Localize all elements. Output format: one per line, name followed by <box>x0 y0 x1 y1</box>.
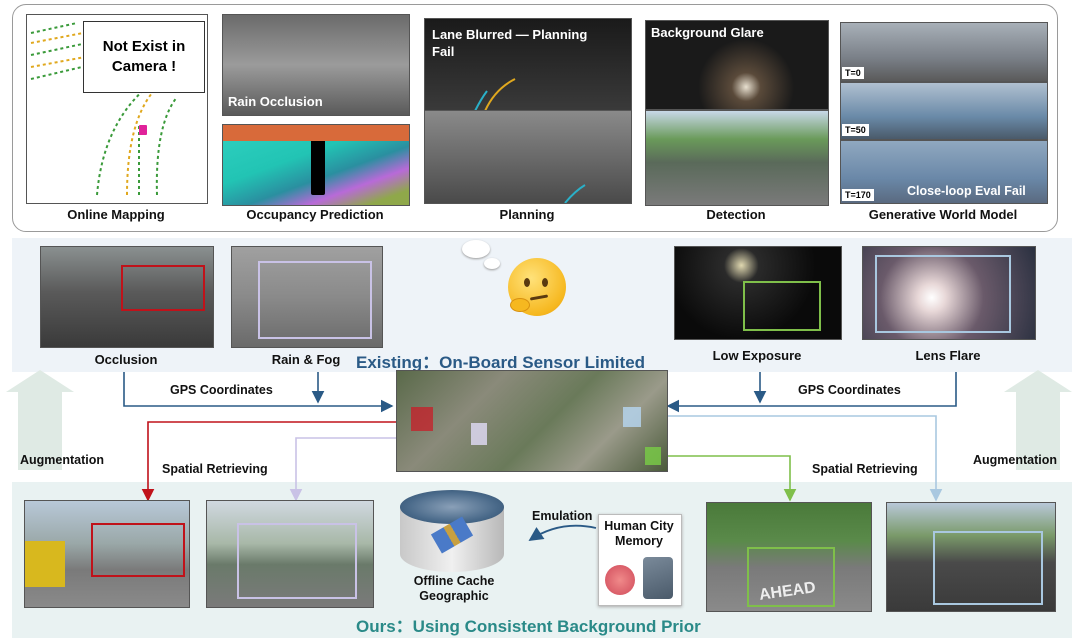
brain-icon <box>605 565 635 595</box>
map-lines-graphic <box>30 22 178 196</box>
label-occlusion: Occlusion <box>94 352 158 367</box>
lens-flare-photo <box>862 246 1036 340</box>
callout-text: Not Exist in Camera ! <box>102 38 186 75</box>
map-marker-red <box>411 407 433 431</box>
retrieved-highlight-lavender <box>237 523 357 599</box>
human-memory-card <box>598 514 682 606</box>
map-marker-blue <box>623 407 641 427</box>
label-detection: Detection <box>706 207 766 222</box>
planning-photo-top <box>424 18 632 112</box>
ours-section-title: Ours：Using Consistent Background Prior <box>356 617 701 636</box>
thought-bubble-large <box>462 240 490 258</box>
augmentation-label-right: Augmentation <box>973 453 1058 467</box>
callout-box: Not Exist in Camera ! <box>83 21 205 93</box>
retrieved-highlight-green <box>747 547 835 607</box>
ego-vehicle-icon <box>139 125 147 135</box>
retrieved-photo-3: AHEAD <box>706 502 872 612</box>
satellite-map-photo <box>396 370 668 472</box>
online-mapping-panel: Not Exist in Camera ! <box>26 14 208 204</box>
gps-label-right: GPS Coordinates <box>798 383 901 397</box>
retrieved-photo-1 <box>24 500 190 608</box>
t170-badge: T=170 <box>842 189 874 201</box>
offline-cache-label: Offline Cache Geographic <box>413 574 495 603</box>
label-rain-fog: Rain & Fog <box>271 352 341 367</box>
trajectory-graphic <box>474 78 516 111</box>
label-lens-flare: Lens Flare <box>915 348 981 363</box>
map-marker-green <box>645 447 661 465</box>
world-model-frame-t0 <box>840 22 1048 82</box>
lane-blurred-caption: Lane Blurred — Planning Fail <box>432 27 588 59</box>
occupancy-grid-photo <box>222 124 410 206</box>
low-exposure-photo <box>674 246 842 340</box>
offline-cache-cylinder <box>396 484 510 604</box>
label-planning: Planning <box>499 207 555 222</box>
retrieved-photo-2 <box>206 500 374 608</box>
world-model-frame-t170 <box>840 140 1048 204</box>
rain-occlusion-caption: Rain Occlusion <box>228 94 323 109</box>
occupancy-top-band <box>223 125 409 141</box>
occlusion-highlight-box <box>121 265 205 311</box>
retrieved-highlight-lightblue <box>933 531 1043 605</box>
detection-photo <box>645 110 829 206</box>
label-online-mapping: Online Mapping <box>67 207 165 222</box>
world-model-frame-t50 <box>840 82 1048 140</box>
thought-bubble-small <box>484 258 500 269</box>
lens-flare-highlight-box <box>875 255 1011 333</box>
background-glare-caption: Background Glare <box>651 25 764 40</box>
existing-section-title: Existing：On-Board Sensor Limited <box>356 353 646 372</box>
label-low-exposure: Low Exposure <box>712 348 802 363</box>
t0-badge: T=0 <box>842 67 864 79</box>
background-glare-photo <box>645 20 829 110</box>
low-exposure-highlight-box <box>743 281 821 331</box>
retrieved-photo-4 <box>886 502 1056 612</box>
t50-badge: T=50 <box>842 124 869 136</box>
label-world-model: Generative World Model <box>868 207 1018 222</box>
map-marker-lavender <box>471 423 487 445</box>
planning-photo-bottom <box>424 110 632 204</box>
road-icon <box>643 557 673 599</box>
rain-fog-photo <box>231 246 383 348</box>
spatial-retrieving-right: Spatial Retrieving <box>812 462 918 476</box>
rain-fog-highlight-box <box>258 261 372 339</box>
augmentation-arrow-left <box>6 370 74 470</box>
gps-label-left: GPS Coordinates <box>170 383 273 397</box>
yellow-truck <box>25 541 65 587</box>
augmentation-arrow-right <box>1004 370 1072 470</box>
thinking-face-icon <box>508 258 566 316</box>
rain-occlusion-photo <box>222 14 410 116</box>
spatial-retrieving-left: Spatial Retrieving <box>162 462 268 476</box>
occlusion-photo <box>40 246 214 348</box>
retrieved-highlight-red <box>91 523 185 577</box>
human-memory-label: Human City Memory <box>604 519 674 548</box>
pedestrian-silhouette <box>311 135 325 195</box>
label-occupancy: Occupancy Prediction <box>246 207 384 222</box>
augmentation-label-left: Augmentation <box>20 453 105 467</box>
emulation-label: Emulation <box>532 509 593 523</box>
close-loop-caption: Close-loop Eval Fail <box>907 184 1026 198</box>
